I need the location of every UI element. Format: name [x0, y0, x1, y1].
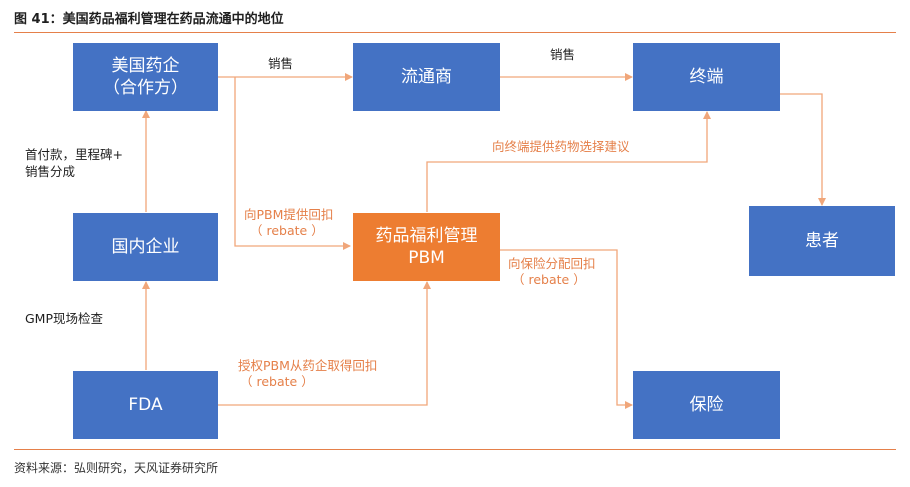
box-us-pharma-line1: 美国药企 — [111, 56, 180, 76]
box-terminal-label: 终端 — [689, 67, 724, 87]
box-domestic-label: 国内企业 — [111, 237, 180, 257]
box-fda-label: FDA — [128, 395, 163, 415]
label-pbm-rebate-line2: （ rebate ） — [250, 223, 324, 238]
label-pbm-rebate-line1: 向PBM提供回扣 — [244, 207, 334, 222]
box-pbm-line2: PBM — [408, 248, 445, 268]
arrow-pbm-to-insurance — [500, 249, 633, 409]
box-us-pharma: 美国药企 （合作方） — [73, 43, 218, 111]
box-insurance: 保险 — [633, 371, 780, 439]
arrow-pbm-to-terminal — [426, 111, 711, 212]
source-note: 资料来源：弘则研究，天风证券研究所 — [14, 461, 219, 475]
label-auth-line1: 授权PBM从药企取得回扣 — [238, 358, 378, 373]
arrow-pharma-to-pbm — [234, 77, 351, 250]
title-divider — [14, 32, 896, 33]
box-distributor-label: 流通商 — [401, 67, 452, 87]
label-auth-line2: （ rebate ） — [240, 374, 314, 389]
box-terminal: 终端 — [633, 43, 780, 111]
label-upfront-line1: 首付款，里程碑+ — [25, 147, 123, 162]
box-domestic: 国内企业 — [73, 213, 218, 281]
label-gmp: GMP现场检查 — [25, 311, 104, 326]
label-sales-1: 销售 — [268, 56, 294, 71]
box-insurance-label: 保险 — [689, 395, 724, 415]
arrow-terminal-to-patient — [780, 93, 826, 206]
box-distributor: 流通商 — [353, 43, 500, 111]
box-patient-label: 患者 — [805, 231, 839, 251]
label-insurance-rebate-line2: （ rebate ） — [512, 272, 586, 287]
figure-title: 图 41：美国药品福利管理在药品流通中的地位 — [14, 12, 284, 27]
box-pbm-line1: 药品福利管理 — [375, 226, 478, 246]
label-upfront-line2: 销售分成 — [25, 164, 76, 179]
box-fda: FDA — [73, 371, 218, 439]
source-divider — [14, 449, 896, 450]
box-patient: 患者 — [749, 206, 895, 276]
arrow-fda-to-pbm — [218, 281, 431, 406]
box-us-pharma-line2: （合作方） — [103, 78, 188, 98]
label-terminal-advice: 向终端提供药物选择建议 — [492, 139, 630, 154]
label-insurance-rebate-line1: 向保险分配回扣 — [508, 256, 596, 271]
label-sales-2: 销售 — [550, 47, 576, 62]
box-pbm: 药品福利管理 PBM — [353, 213, 500, 281]
